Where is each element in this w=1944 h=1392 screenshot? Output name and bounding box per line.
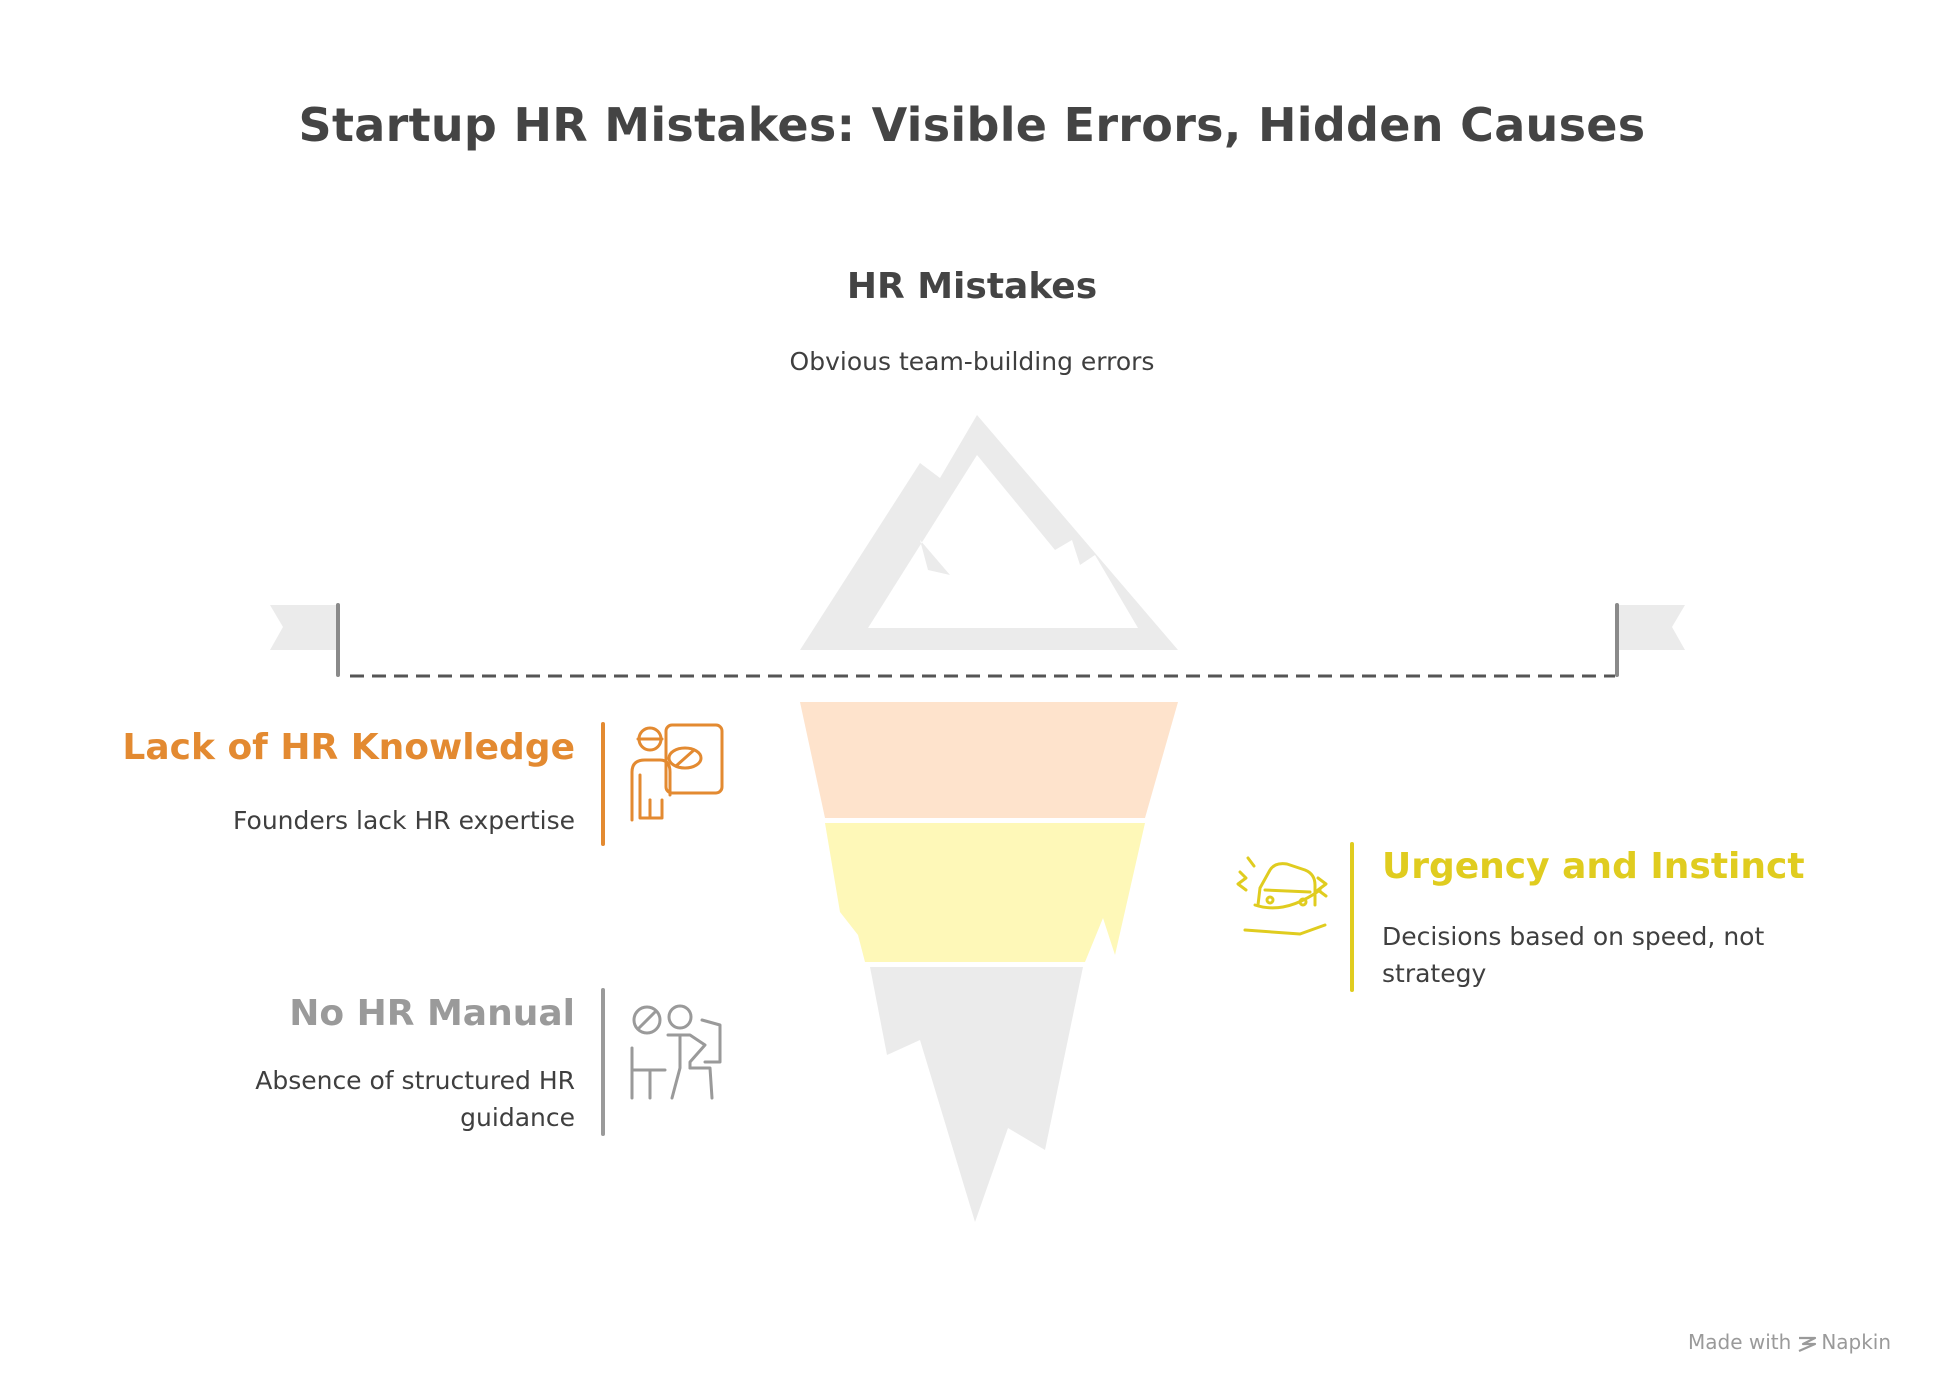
left-flag-pole	[336, 603, 340, 677]
iceberg-layer-yellow	[825, 823, 1145, 962]
cause-label-no-hr-manual: No HR Manual	[289, 993, 575, 1034]
cause-description-no-hr-manual: Absence of structured HR guidance	[255, 1066, 575, 1132]
trainer-presentation-icon	[630, 723, 724, 822]
car-skidding-icon	[1236, 856, 1328, 936]
diagram-title: Startup HR Mistakes: Visible Errors, Hid…	[298, 98, 1646, 152]
cause-description-urgency-and-instinct: Decisions based on speed, not strategy	[1382, 922, 1765, 988]
right-flag-pole	[1615, 603, 1619, 677]
made-with-napkin-footer: Made with Napkin	[1688, 1330, 1891, 1354]
iceberg-tip	[800, 415, 1178, 650]
cause-label-urgency-and-instinct: Urgency and Instinct	[1382, 846, 1805, 887]
person-no-manual-icon	[630, 1004, 722, 1100]
napkin-logo-icon	[1798, 1336, 1817, 1352]
made-with-text: Made with	[1688, 1330, 1792, 1354]
top-description: Obvious team-building errors	[789, 347, 1155, 376]
iceberg-layer-gray	[870, 967, 1083, 1222]
gray-divider	[601, 988, 605, 1136]
iceberg-layer-orange	[800, 702, 1178, 818]
cause-label-lack-of-hr-knowledge: Lack of HR Knowledge	[122, 727, 575, 768]
cause-description-lack-of-hr-knowledge: Founders lack HR expertise	[233, 806, 575, 835]
left-flag	[270, 605, 338, 650]
napkin-brand-text: Napkin	[1821, 1330, 1892, 1354]
yellow-divider	[1350, 842, 1354, 992]
orange-divider	[601, 722, 605, 846]
top-heading: HR Mistakes	[846, 266, 1098, 307]
right-flag	[1617, 605, 1685, 650]
